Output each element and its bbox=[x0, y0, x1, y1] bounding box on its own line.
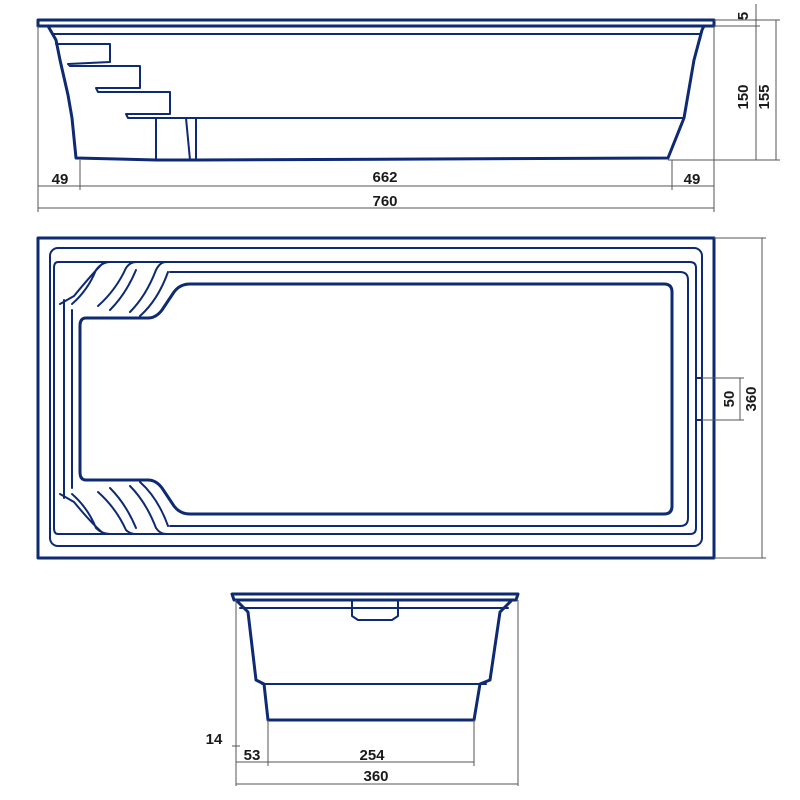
side-view-steps bbox=[55, 43, 197, 161]
side-view-step-riser-2 bbox=[185, 117, 191, 161]
top-view-basin-outer bbox=[53, 261, 697, 535]
side-view-dimensions: 5 150 155 49 662 49 760 bbox=[37, 4, 780, 212]
dim-skimmer-width: 50 bbox=[721, 391, 738, 408]
top-view-deep-area bbox=[78, 282, 674, 516]
top-view-rim-inner bbox=[49, 247, 703, 547]
dim-wall-offset: 53 bbox=[244, 747, 261, 764]
dim-top-total-width: 360 bbox=[743, 386, 760, 411]
dim-rim-thickness: 5 bbox=[735, 12, 752, 20]
side-view-rim bbox=[36, 18, 716, 28]
dim-depth-total: 155 bbox=[756, 84, 773, 109]
top-view-bench-line bbox=[63, 299, 73, 499]
top-view-skimmer bbox=[695, 377, 703, 421]
dim-step-offset-right: 49 bbox=[684, 171, 701, 188]
end-view bbox=[230, 592, 520, 722]
top-view-steps-top bbox=[59, 261, 169, 317]
end-view-pool-shell bbox=[234, 598, 514, 722]
top-view-basin-step-line bbox=[169, 271, 689, 527]
top-view-steps-bottom bbox=[59, 481, 169, 535]
end-view-skimmer bbox=[351, 599, 399, 621]
end-view-dimensions: 14 53 254 360 bbox=[206, 600, 519, 786]
top-view-dimensions: 50 360 bbox=[702, 237, 766, 559]
top-view-outer-border bbox=[36, 236, 716, 560]
side-view bbox=[36, 18, 716, 162]
dim-floor-width: 254 bbox=[359, 747, 385, 764]
dim-step-offset-left: 49 bbox=[52, 171, 69, 188]
dim-floor-length: 662 bbox=[372, 169, 397, 186]
end-view-rim bbox=[230, 592, 520, 602]
dim-end-total-width: 360 bbox=[363, 768, 388, 785]
dim-total-length: 760 bbox=[372, 193, 397, 210]
dim-depth-inner: 150 bbox=[735, 84, 752, 109]
top-view bbox=[36, 236, 716, 560]
dim-bottom-step: 14 bbox=[206, 731, 223, 748]
